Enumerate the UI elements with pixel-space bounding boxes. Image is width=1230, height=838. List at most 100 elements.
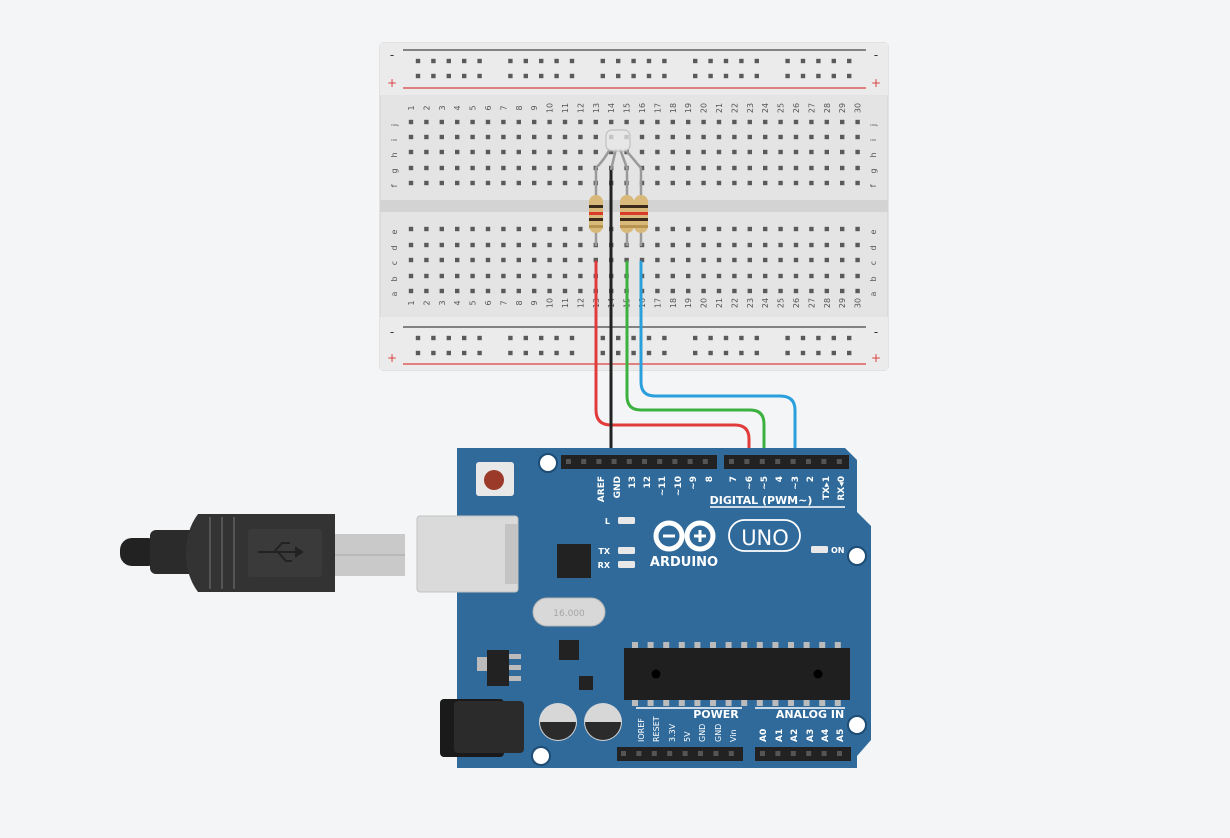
breadboard-hole[interactable] xyxy=(855,257,860,263)
breadboard-hole[interactable] xyxy=(716,242,722,248)
breadboard-hole[interactable] xyxy=(693,350,698,356)
breadboard-hole[interactable] xyxy=(554,335,559,341)
breadboard-hole[interactable] xyxy=(824,226,829,232)
breadboard-hole[interactable] xyxy=(477,350,482,356)
breadboard-hole[interactable] xyxy=(516,257,521,263)
breadboard-hole[interactable] xyxy=(840,242,845,248)
breadboard-hole[interactable] xyxy=(424,226,429,232)
analog-header[interactable] xyxy=(755,747,851,761)
breadboard-hole[interactable] xyxy=(485,149,491,155)
breadboard-hole[interactable] xyxy=(616,73,621,79)
breadboard-hole[interactable] xyxy=(840,134,845,140)
breadboard-hole[interactable] xyxy=(716,257,722,263)
breadboard-hole[interactable] xyxy=(809,288,814,294)
breadboard-hole[interactable] xyxy=(701,149,706,155)
breadboard-hole[interactable] xyxy=(532,149,537,155)
breadboard-holes[interactable] xyxy=(408,58,860,356)
breadboard-hole[interactable] xyxy=(785,73,790,79)
breadboard-hole[interactable] xyxy=(539,58,544,64)
breadboard-hole[interactable] xyxy=(763,273,768,279)
breadboard-hole[interactable] xyxy=(562,119,568,125)
breadboard-hole[interactable] xyxy=(415,335,421,341)
breadboard-hole[interactable] xyxy=(439,242,444,248)
breadboard-hole[interactable] xyxy=(840,119,845,125)
breadboard-hole[interactable] xyxy=(578,226,583,232)
breadboard-hole[interactable] xyxy=(408,149,414,155)
breadboard-hole[interactable] xyxy=(855,119,860,125)
breadboard-hole[interactable] xyxy=(763,180,768,186)
breadboard-hole[interactable] xyxy=(754,73,759,79)
breadboard-hole[interactable] xyxy=(455,242,460,248)
breadboard-hole[interactable] xyxy=(778,226,783,232)
breadboard-hole[interactable] xyxy=(501,165,506,171)
breadboard-hole[interactable] xyxy=(778,288,783,294)
breadboard-hole[interactable] xyxy=(662,73,667,79)
breadboard-hole[interactable] xyxy=(578,273,583,279)
breadboard-hole[interactable] xyxy=(855,165,860,171)
breadboard-hole[interactable] xyxy=(455,149,460,155)
breadboard-hole[interactable] xyxy=(693,58,698,64)
breadboard-hole[interactable] xyxy=(593,257,598,263)
breadboard-hole[interactable] xyxy=(578,180,583,186)
breadboard-hole[interactable] xyxy=(631,335,636,341)
breadboard-hole[interactable] xyxy=(824,288,829,294)
breadboard-hole[interactable] xyxy=(485,288,491,294)
breadboard-hole[interactable] xyxy=(554,58,559,64)
breadboard-hole[interactable] xyxy=(824,180,829,186)
breadboard-hole[interactable] xyxy=(723,350,729,356)
breadboard-hole[interactable] xyxy=(408,119,414,125)
breadboard-hole[interactable] xyxy=(763,119,768,125)
breadboard-hole[interactable] xyxy=(701,134,706,140)
breadboard-hole[interactable] xyxy=(708,73,713,79)
breadboard-hole[interactable] xyxy=(547,226,552,232)
breadboard-hole[interactable] xyxy=(578,134,583,140)
breadboard-hole[interactable] xyxy=(593,149,598,155)
breadboard-hole[interactable] xyxy=(646,335,652,341)
breadboard-hole[interactable] xyxy=(532,134,537,140)
breadboard-hole[interactable] xyxy=(431,350,436,356)
breadboard-hole[interactable] xyxy=(439,273,444,279)
breadboard-hole[interactable] xyxy=(569,58,575,64)
breadboard-hole[interactable] xyxy=(462,350,467,356)
breadboard-hole[interactable] xyxy=(516,226,521,232)
breadboard-hole[interactable] xyxy=(824,134,829,140)
breadboard-hole[interactable] xyxy=(747,273,752,279)
breadboard-hole[interactable] xyxy=(408,288,414,294)
breadboard-hole[interactable] xyxy=(593,119,598,125)
breadboard-hole[interactable] xyxy=(785,350,790,356)
breadboard-hole[interactable] xyxy=(701,273,706,279)
wire-green[interactable] xyxy=(625,260,766,463)
breadboard-hole[interactable] xyxy=(701,226,706,232)
breadboard-hole[interactable] xyxy=(763,288,768,294)
breadboard-hole[interactable] xyxy=(532,119,537,125)
breadboard-hole[interactable] xyxy=(501,149,506,155)
breadboard-hole[interactable] xyxy=(547,288,552,294)
breadboard-hole[interactable] xyxy=(824,119,829,125)
breadboard-hole[interactable] xyxy=(616,335,621,341)
breadboard-hole[interactable] xyxy=(723,335,729,341)
breadboard-hole[interactable] xyxy=(470,242,475,248)
breadboard-hole[interactable] xyxy=(754,58,759,64)
breadboard-hole[interactable] xyxy=(778,149,783,155)
breadboard-hole[interactable] xyxy=(855,149,860,155)
breadboard-hole[interactable] xyxy=(670,288,675,294)
breadboard-hole[interactable] xyxy=(855,134,860,140)
breadboard-hole[interactable] xyxy=(516,242,521,248)
breadboard-hole[interactable] xyxy=(532,257,537,263)
breadboard-hole[interactable] xyxy=(424,257,429,263)
breadboard-hole[interactable] xyxy=(439,119,444,125)
breadboard-hole[interactable] xyxy=(415,350,421,356)
breadboard-hole[interactable] xyxy=(539,335,544,341)
breadboard-hole[interactable] xyxy=(793,165,799,171)
breadboard-hole[interactable] xyxy=(547,180,552,186)
breadboard-hole[interactable] xyxy=(763,165,768,171)
breadboard-hole[interactable] xyxy=(655,134,660,140)
breadboard-hole[interactable] xyxy=(616,58,621,64)
breadboard-hole[interactable] xyxy=(532,180,537,186)
breadboard-hole[interactable] xyxy=(631,73,636,79)
breadboard-hole[interactable] xyxy=(778,119,783,125)
breadboard-hole[interactable] xyxy=(508,58,513,64)
breadboard-hole[interactable] xyxy=(816,350,821,356)
breadboard-hole[interactable] xyxy=(578,119,583,125)
